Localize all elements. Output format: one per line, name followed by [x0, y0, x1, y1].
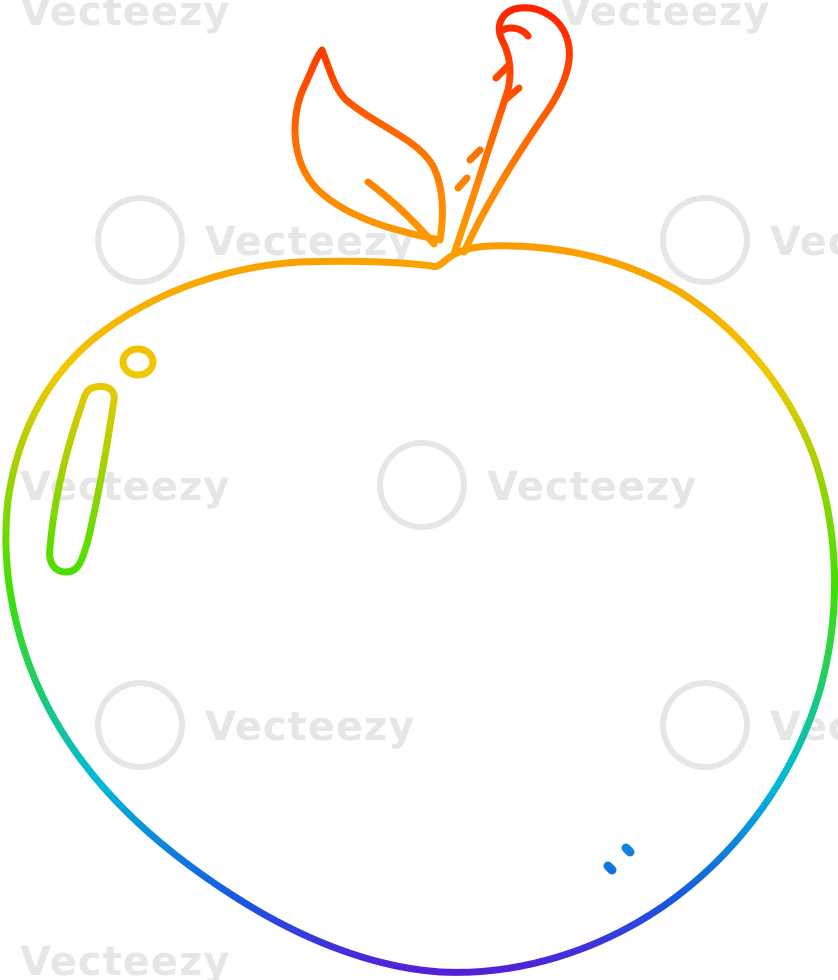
watermark-text: Vecteezy: [770, 219, 838, 265]
watermark-text: Vecteezy: [20, 464, 230, 510]
watermark-mark: Vecteezy Vecteezy Vecteezy Vecteezy Vect…: [20, 0, 838, 980]
watermark-text: Vecteezy: [205, 704, 415, 750]
apple-speckles: [603, 843, 635, 875]
apple-leaf: [291, 46, 446, 248]
apple-stem: [450, 4, 573, 258]
watermark: Vecteezy Vecteezy Vecteezy Vecteezy Vect…: [20, 0, 838, 980]
watermark-text: Vecteezy: [20, 0, 230, 35]
watermark-text: Vecteezy: [487, 464, 697, 510]
watermark-text: Vecteezy: [560, 0, 770, 35]
apple-highlight: [46, 345, 157, 576]
watermark-text: Vecteezy: [20, 939, 230, 980]
apple-body: [2, 242, 838, 976]
